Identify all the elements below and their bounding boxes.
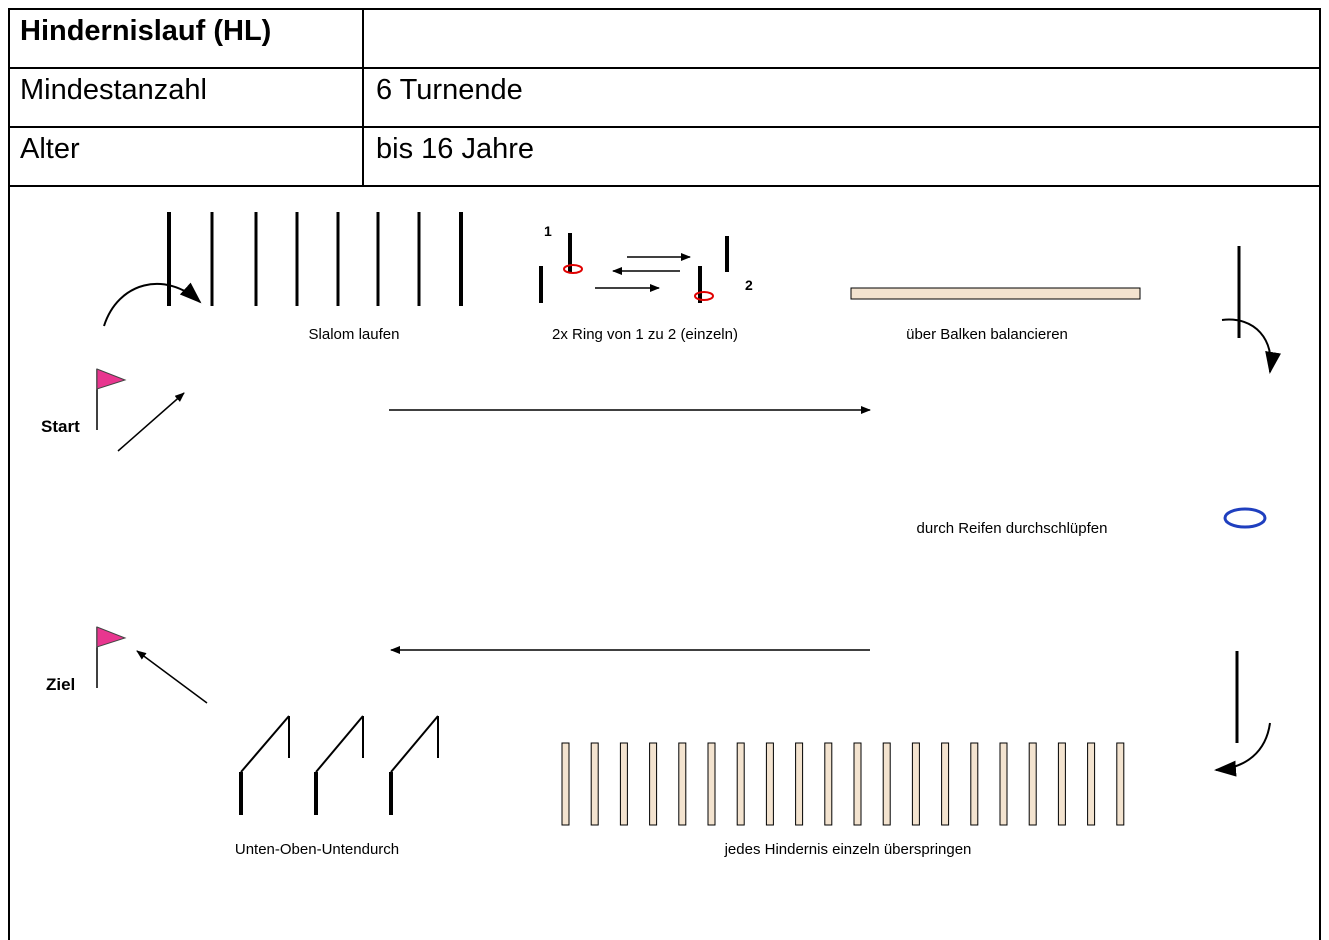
ring-icon (694, 291, 714, 301)
row-label-alter: Alter (20, 133, 80, 165)
table-divider-row3 (8, 185, 1321, 187)
hurdle-row (561, 742, 1125, 826)
table-divider-col (362, 8, 364, 186)
hurdle (882, 742, 891, 826)
hurdle (1116, 742, 1125, 826)
balance-beam (850, 287, 1141, 300)
hurdle (590, 742, 599, 826)
hurdle (561, 742, 570, 826)
hurdle (765, 742, 774, 826)
hurdle (970, 742, 979, 826)
start-flag (96, 368, 127, 430)
ring-station (539, 233, 729, 303)
ring-icon (563, 264, 583, 274)
finish-label: Ziel (46, 675, 75, 694)
hurdle (911, 742, 920, 826)
turn-arrow-down (1221, 318, 1281, 374)
hurdle (707, 742, 716, 826)
hurdle (795, 742, 804, 826)
table-border-left (8, 8, 10, 940)
hurdle (824, 742, 833, 826)
ring-label: 2x Ring von 1 zu 2 (einzeln) (552, 326, 738, 343)
under-over-label: Unten-Oben-Untendurch (235, 841, 399, 858)
slalom-poles (167, 212, 463, 306)
under-over-obstacles (239, 715, 439, 815)
row-value-mindestanzahl: 6 Turnende (376, 74, 523, 106)
slalom-entry-arrow (103, 282, 202, 327)
hurdle (1087, 742, 1096, 826)
hurdle (853, 742, 862, 826)
hurdles-label: jedes Hindernis einzeln überspringen (724, 841, 972, 858)
table-divider-row1 (8, 67, 1321, 69)
hurdle (649, 742, 658, 826)
hurdle (678, 742, 687, 826)
finish-flag (96, 626, 127, 688)
slalom-label: Slalom laufen (309, 326, 400, 343)
hurdle (619, 742, 628, 826)
hoop-label: durch Reifen durchschlüpfen (917, 520, 1108, 537)
hurdle (736, 742, 745, 826)
under-over-obstacle (389, 715, 439, 815)
page-title: Hindernislauf (HL) (20, 15, 272, 47)
hurdle (999, 742, 1008, 826)
ring-mark-1: 1 (544, 223, 552, 239)
table-divider-row2 (8, 126, 1321, 128)
hurdle (941, 742, 950, 826)
table-border-right (1319, 8, 1321, 940)
under-over-obstacle (314, 715, 364, 815)
ring-mark-2: 2 (745, 277, 753, 293)
hurdle (1028, 742, 1037, 826)
table-border-top (8, 8, 1321, 10)
row-label-mindestanzahl: Mindestanzahl (20, 74, 207, 106)
hurdle (1057, 742, 1066, 826)
hoop-icon (1223, 507, 1267, 529)
beam-label: über Balken balancieren (906, 326, 1068, 343)
start-arrow (117, 392, 185, 452)
under-over-obstacle (239, 715, 290, 815)
start-label: Start (41, 417, 80, 436)
row-value-alter: bis 16 Jahre (376, 133, 534, 165)
finish-arrow (136, 650, 208, 704)
turn-arrow-left (1214, 722, 1271, 777)
